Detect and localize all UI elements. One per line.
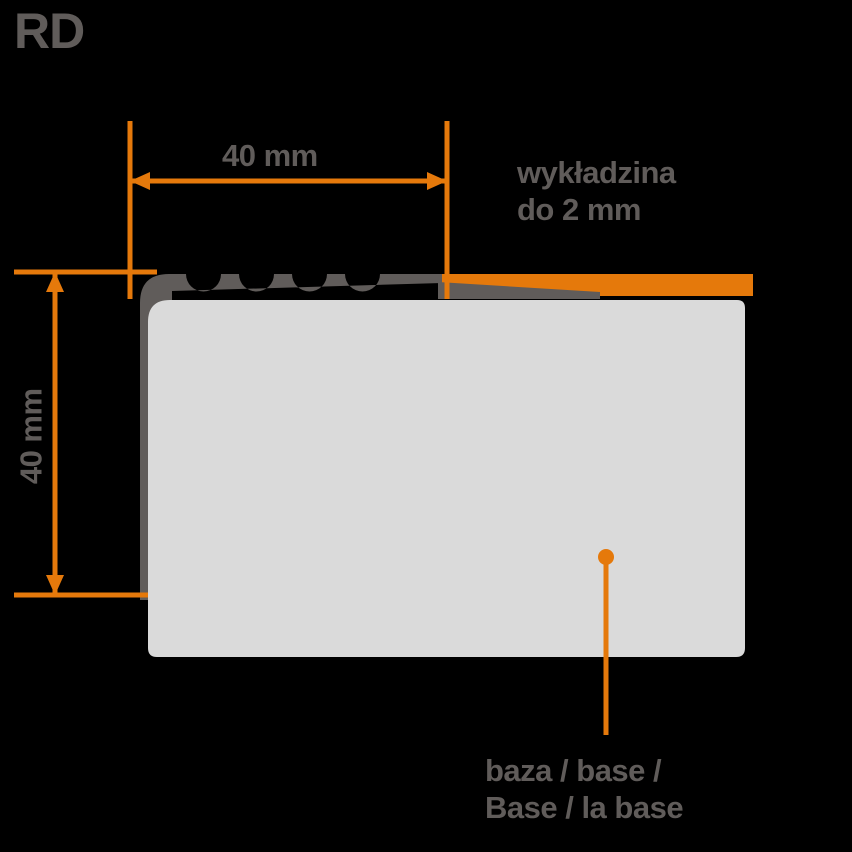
callout-base-line-1: baza / base / (485, 753, 662, 788)
carpet-substrate-wedge (438, 282, 600, 299)
arrowhead-top-left (46, 272, 64, 292)
arrowhead-left-top (130, 172, 150, 190)
base-body (148, 300, 745, 657)
dimension-label-width: 40 mm (222, 138, 318, 173)
callout-base-material: baza / base /Base / la base (485, 753, 684, 826)
dimension-left (14, 269, 157, 598)
callout-carpet-line-1: wykładzina (517, 155, 676, 190)
dimension-left-arrow (46, 272, 64, 595)
dimension-top-arrow (130, 172, 447, 190)
callout-carpet-line-2: do 2 mm (517, 191, 641, 227)
dimension-top (127, 121, 450, 299)
leader-dot-base (598, 549, 614, 565)
callout-base-line-2: Base / la base (485, 789, 684, 825)
base-body-group (148, 300, 745, 657)
carpet-layer-group (438, 274, 753, 299)
arrowhead-right-top (427, 172, 447, 190)
page-title: RD (14, 3, 85, 59)
arrowhead-bottom-left (46, 575, 64, 595)
leader-line-base-group (598, 549, 614, 735)
dimension-label-height: 40 mm (13, 388, 49, 485)
